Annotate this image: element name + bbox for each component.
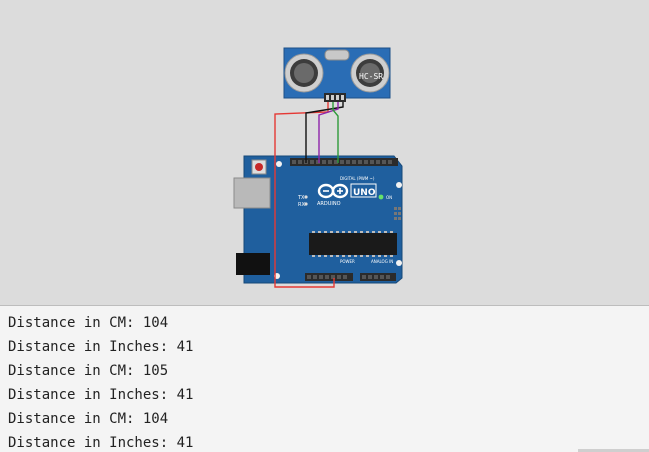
serial-line: Distance in Inches: 41 <box>8 435 194 451</box>
crystal-oscillator <box>324 49 350 61</box>
sensor-label: HC-SR <box>359 72 383 81</box>
analog-label: ANALOG IN <box>371 259 393 264</box>
serial-line: Distance in CM: 105 <box>8 363 169 379</box>
icsp-header <box>394 207 401 220</box>
microcontroller-chip <box>309 233 397 255</box>
serial-line: Distance in Inches: 41 <box>8 387 194 403</box>
power-label: POWER <box>340 259 355 264</box>
serial-line: Distance in CM: 104 <box>8 411 169 427</box>
echo-wire[interactable] <box>318 102 339 163</box>
usb-port <box>233 177 271 209</box>
on-led-icon <box>378 194 384 200</box>
board-model: UNO <box>353 188 376 198</box>
serial-line: Distance in CM: 104 <box>8 315 169 331</box>
serial-line: Distance in Inches: 41 <box>8 339 194 355</box>
horizontal-scrollbar[interactable] <box>578 449 649 452</box>
trig-wire[interactable] <box>332 102 339 163</box>
transmitter-icon <box>284 53 324 93</box>
circuit-canvas[interactable]: DIGITAL (PWM ~) TX RX UNO ARDUINO ON <box>0 0 649 305</box>
receiver-icon <box>350 53 390 93</box>
serial-monitor[interactable]: Distance in CM: 104 Distance in Inches: … <box>0 305 649 452</box>
rx-label: RX <box>298 202 305 208</box>
digital-label: DIGITAL (PWM ~) <box>340 176 375 181</box>
ultrasonic-sensor[interactable]: HC-SR <box>283 47 391 102</box>
power-wire[interactable] <box>274 102 335 288</box>
circuit-diagram: DIGITAL (PWM ~) TX RX UNO ARDUINO ON <box>233 47 403 288</box>
board-brand: ARDUINO <box>317 201 341 207</box>
arduino-logo-icon <box>317 183 349 199</box>
tx-label: TX <box>297 195 305 201</box>
arduino-uno-board[interactable]: DIGITAL (PWM ~) TX RX UNO ARDUINO ON <box>233 155 403 284</box>
on-label: ON <box>386 195 392 200</box>
sensor-pin-header <box>324 93 346 102</box>
power-jack <box>236 253 270 275</box>
ground-wire[interactable] <box>305 102 344 163</box>
